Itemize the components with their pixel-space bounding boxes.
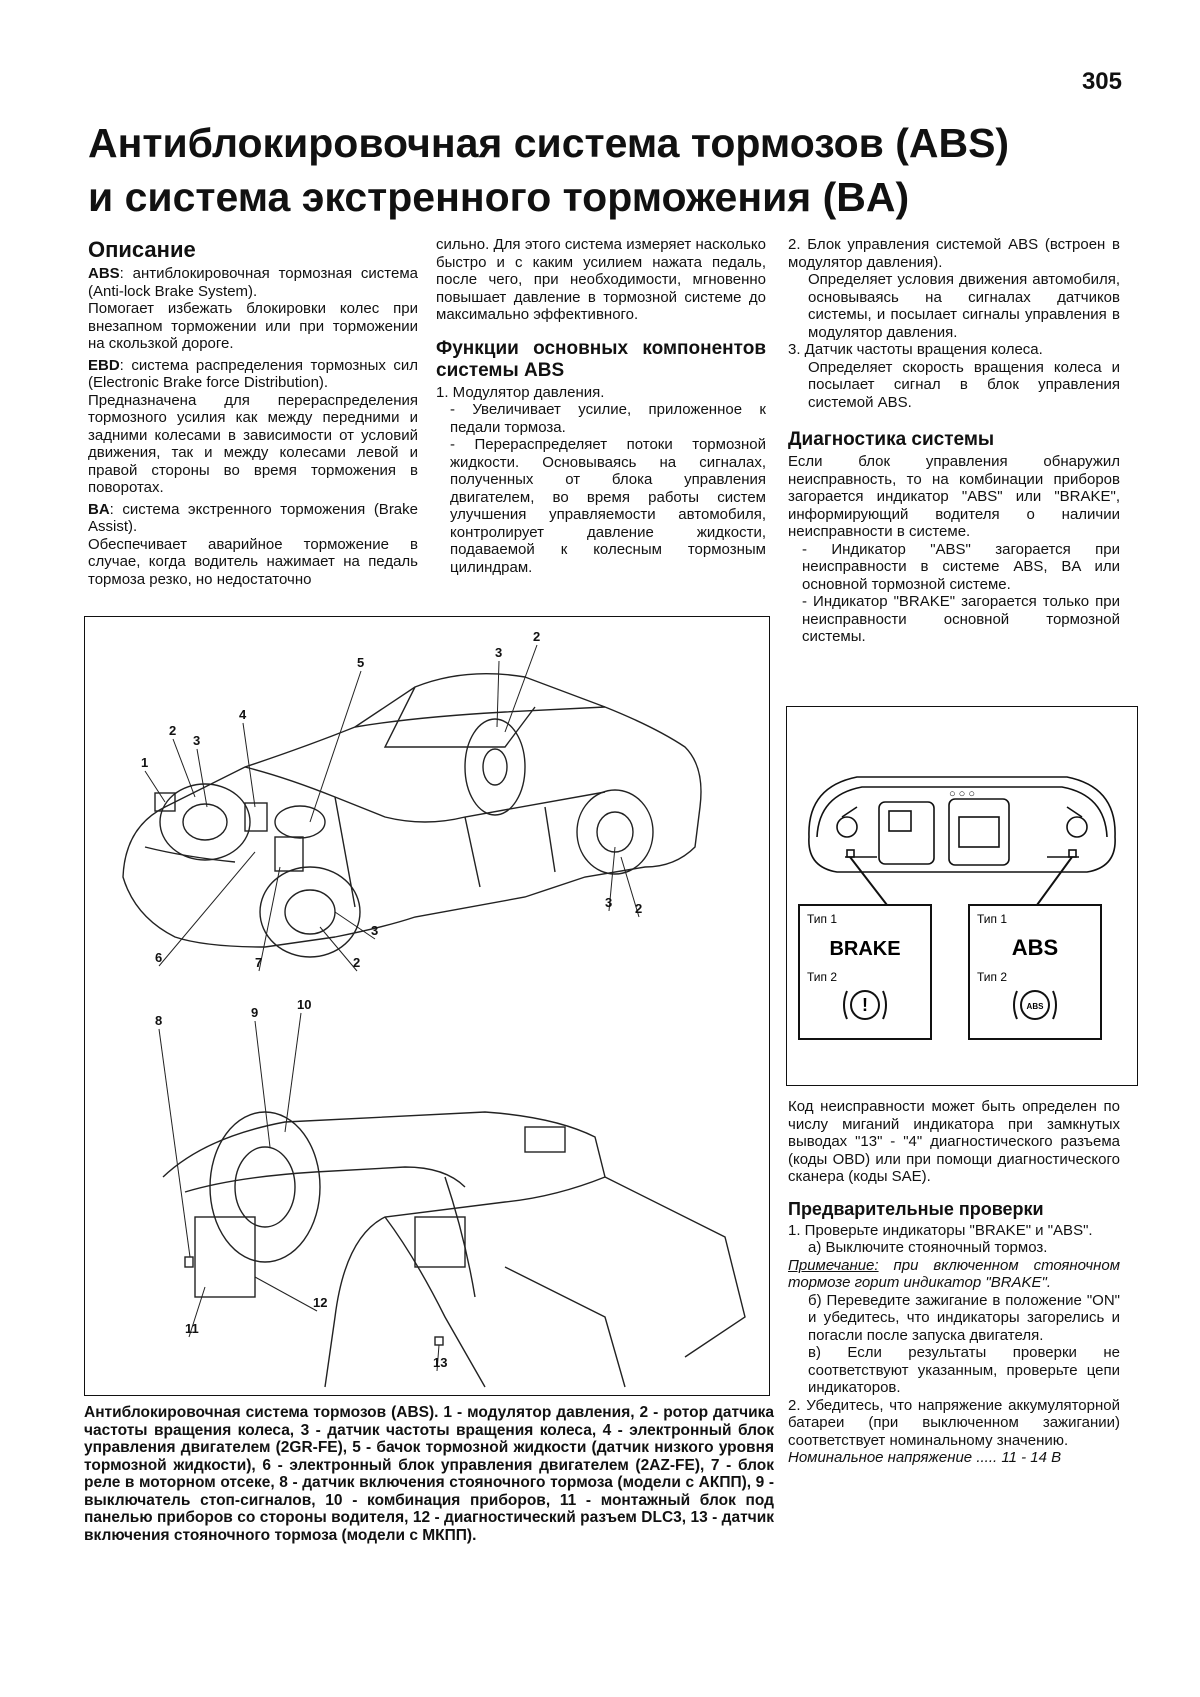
page-title: Антиблокировочная система тормозов (ABS)… bbox=[88, 116, 1138, 224]
figure-caption: Антиблокировочная система тормозов (ABS)… bbox=[84, 1404, 774, 1544]
interior-leader-1 bbox=[254, 1020, 271, 1148]
component-item-3-text: Определяет скорость вращения колеса и по… bbox=[808, 358, 1120, 411]
interior-callout-0: 8 bbox=[155, 1013, 162, 1028]
car-callout-8: 7 bbox=[255, 955, 262, 970]
car-callout-9: 3 bbox=[371, 923, 378, 938]
component-item-2-text: Определяет условия движения автомобиля, … bbox=[808, 271, 1120, 341]
car-leader-2 bbox=[196, 748, 208, 808]
car-leader-4 bbox=[309, 670, 362, 823]
check-item-1a: а) Выключите стояночный тормоз. bbox=[808, 1239, 1048, 1256]
car-leader-10 bbox=[319, 926, 358, 972]
preliminary-checks-heading: Предварительные проверки bbox=[788, 1198, 1044, 1219]
description-heading: Описание bbox=[88, 237, 196, 262]
function-item-1: 1. Модулятор давления. bbox=[436, 383, 605, 401]
instrument-cluster-drawing: ○ ○ ○ Тип 1 BRAKE Тип 2 ! Тип 1 ABS Тип … bbox=[798, 776, 1116, 1040]
car-callout-4: 5 bbox=[357, 655, 364, 670]
car-callout-6: 2 bbox=[533, 629, 540, 644]
functions-column: сильно. Для этого система измеряет наско… bbox=[436, 236, 766, 576]
type1-right-label: Тип 1 bbox=[977, 912, 1007, 926]
function-item-1a: - Увеличивает усилие, приложенное к педа… bbox=[450, 401, 766, 436]
car-leader-12 bbox=[620, 856, 640, 918]
title-line-2: и система экстренного торможения (BA) bbox=[88, 174, 910, 220]
interior-callout-4: 12 bbox=[313, 1295, 327, 1310]
functions-heading: Функции основных компонентов системы ABS bbox=[436, 337, 766, 381]
diagnostics-item-b: - Индикатор "BRAKE" загорается только пр… bbox=[802, 593, 1120, 645]
nominal-voltage: Номинальное напряжение ..... 11 - 14 В bbox=[788, 1449, 1062, 1466]
right-column-bottom: Код неисправности может быть определен п… bbox=[788, 1098, 1120, 1467]
interior-leader-0 bbox=[158, 1028, 191, 1258]
car-callout-12: 2 bbox=[635, 901, 642, 916]
abs-definition: ABS: антиблокировочная тормозная система… bbox=[88, 265, 418, 300]
car-callout-11: 3 bbox=[605, 895, 612, 910]
interior-callout-5: 13 bbox=[433, 1355, 447, 1370]
check-item-1c: в) Если результаты проверки не соответст… bbox=[808, 1344, 1120, 1396]
dashboard-indicator-figure: ○ ○ ○ Тип 1 BRAKE Тип 2 ! Тип 1 ABS Тип … bbox=[786, 706, 1138, 1086]
interior-leader-4 bbox=[254, 1276, 318, 1312]
car-leader-7 bbox=[158, 851, 256, 967]
car-leader-8 bbox=[258, 866, 281, 972]
type2-left-label: Тип 2 bbox=[807, 970, 837, 984]
abs-text: Помогает избежать блокировки колес при в… bbox=[88, 300, 418, 352]
component-item-2: 2. Блок управления системой ABS (встроен… bbox=[788, 236, 1120, 271]
car-leader-0 bbox=[144, 770, 166, 803]
car-leader-6 bbox=[504, 644, 538, 733]
brake-warning-icon: ! bbox=[862, 995, 868, 1015]
car-leader-1 bbox=[172, 738, 196, 798]
ebd-definition: EBD: система распределения тормозных сил… bbox=[88, 356, 418, 392]
page-number: 305 bbox=[1081, 68, 1122, 95]
function-item-1b: - Перераспределяет потоки тормозной жидк… bbox=[450, 436, 766, 576]
type1-left-label: Тип 1 bbox=[807, 912, 837, 926]
abs-label: ABS bbox=[1012, 935, 1058, 960]
car-callout-10: 2 bbox=[353, 955, 360, 970]
ba-text: Обеспечивает аварийное торможение в случ… bbox=[88, 535, 418, 588]
interior-leader-2 bbox=[284, 1012, 302, 1133]
interior-callout-3: 11 bbox=[185, 1321, 199, 1336]
right-column-top: 2. Блок управления системой ABS (встроен… bbox=[788, 236, 1120, 646]
abs-warning-icon: ABS bbox=[1027, 1002, 1045, 1011]
car-leader-3 bbox=[242, 722, 256, 808]
interior-callout-2: 10 bbox=[297, 997, 311, 1012]
fault-code-text: Код неисправности может быть определен п… bbox=[788, 1098, 1120, 1185]
continuation-text: сильно. Для этого система измеряет наско… bbox=[436, 236, 766, 323]
title-line-1: Антиблокировочная система тормозов (ABS) bbox=[88, 120, 1010, 166]
car-callout-0: 1 bbox=[141, 755, 148, 770]
ba-definition: BA: система экстренного торможения (Brak… bbox=[88, 500, 418, 536]
car-leader-11 bbox=[608, 846, 616, 912]
brake-label: BRAKE bbox=[829, 938, 900, 960]
diagnostics-text: Если блок управления обнаружил неисправн… bbox=[788, 453, 1120, 540]
check-item-2: 2. Убедитесь, что напряжение аккумулятор… bbox=[788, 1396, 1120, 1449]
svg-text:○ ○ ○: ○ ○ ○ bbox=[949, 788, 975, 800]
car-callout-2: 3 bbox=[193, 733, 200, 748]
interior-leader-3 bbox=[188, 1286, 206, 1338]
diagnostics-item-a: - Индикатор "ABS" загорается при неиспра… bbox=[802, 540, 1120, 593]
description-column: Описание ABS: антиблокировочная тормозна… bbox=[88, 237, 418, 588]
component-item-3: 3. Датчик частоты вращения колеса. bbox=[788, 341, 1043, 358]
note: Примечание: при включенном стояночном то… bbox=[788, 1256, 1120, 1292]
car-callout-7: 6 bbox=[155, 950, 162, 965]
car-leader-9 bbox=[334, 911, 376, 940]
check-item-1: 1. Проверьте индикаторы "BRAKE" и "ABS". bbox=[788, 1221, 1093, 1239]
check-item-1b: б) Переведите зажигание в положение "ON"… bbox=[808, 1291, 1120, 1344]
type2-right-label: Тип 2 bbox=[977, 970, 1007, 984]
car-callout-1: 2 bbox=[169, 723, 176, 738]
diagnostics-heading: Диагностика системы bbox=[788, 429, 995, 450]
car-leader-5 bbox=[496, 660, 500, 728]
interior-callout-1: 9 bbox=[251, 1005, 258, 1020]
ebd-text: Предназначена для перераспределения торм… bbox=[88, 391, 418, 497]
car-callout-3: 4 bbox=[239, 707, 247, 722]
car-callout-5: 3 bbox=[495, 645, 502, 660]
interior-leader-5 bbox=[436, 1344, 440, 1372]
